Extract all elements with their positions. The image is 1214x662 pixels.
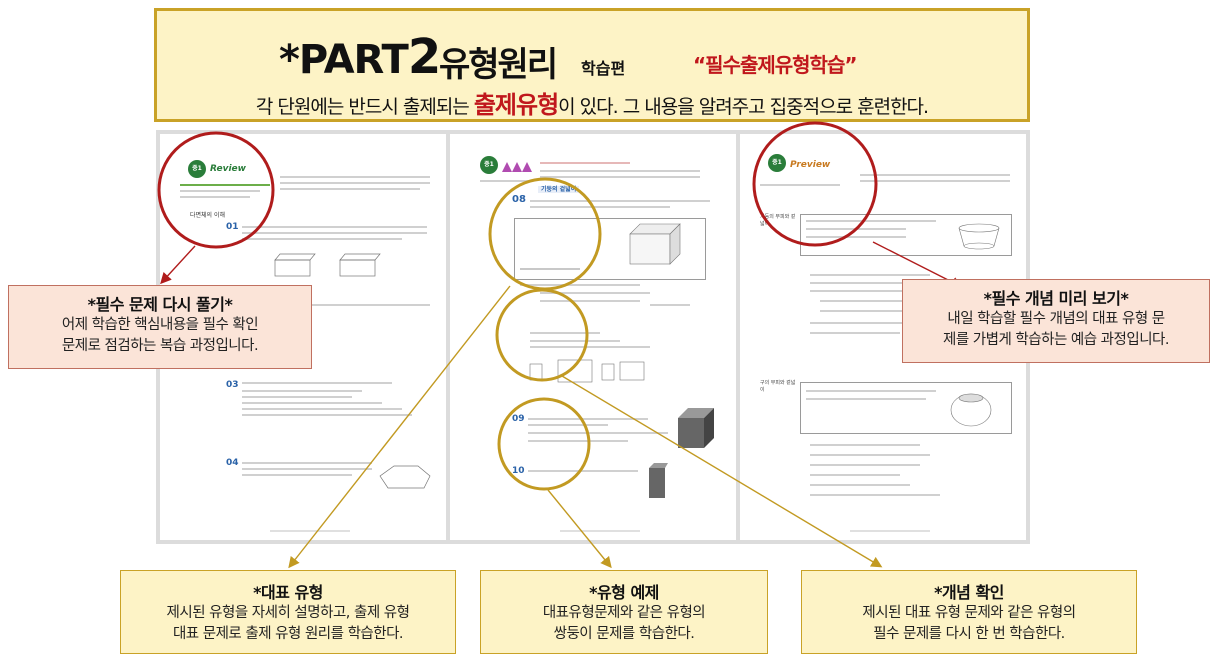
preview-tag: Preview <box>790 160 831 170</box>
example-callout-line2: 쌍둥이 문제를 학습한다. <box>553 626 695 642</box>
question-number: 03 <box>226 380 239 390</box>
grade-badge: 중1 <box>768 154 786 172</box>
review-callout: *필수 문제 다시 풀기* 어제 학습한 핵심내용을 필수 확인 문제로 점검하… <box>8 285 312 369</box>
preview-callout-line2: 제를 가볍게 학습하는 예습 과정입니다. <box>943 332 1169 348</box>
review-callout-line1: 어제 학습한 핵심내용을 필수 확인 <box>61 317 259 333</box>
header-banner: *PART2 유형원리 학습편 “필수출제유형학습” 각 단원에는 반드시 출제… <box>154 8 1030 122</box>
question-number: 01 <box>226 222 239 232</box>
representative-callout-line2: 대표 문제로 출제 유형 원리를 학습한다. <box>172 626 404 642</box>
example-callout-line1: 대표유형문제와 같은 유형의 <box>542 605 706 621</box>
section-heading: 구의 부피와 겉넓이 <box>760 380 796 393</box>
section-heading: 다면체의 이해 <box>190 212 226 219</box>
section-heading: 기둥의 부피와 겉넓이 <box>760 214 796 227</box>
review-callout-title: *필수 문제 다시 풀기* <box>87 295 233 314</box>
grade-badge: 중1 <box>188 160 206 178</box>
representative-callout-title: *대표 유형 <box>253 583 323 602</box>
representative-type-callout: *대표 유형 제시된 유형을 자세히 설명하고, 출제 유형 대표 문제로 출제… <box>120 570 456 654</box>
representative-callout-line1: 제시된 유형을 자세히 설명하고, 출제 유형 <box>166 605 410 621</box>
preview-callout: *필수 개념 미리 보기* 내일 학습할 필수 개념의 대표 유형 문 제를 가… <box>902 279 1210 363</box>
question-number: 09 <box>512 414 525 424</box>
slogan: “필수출제유형학습” <box>693 53 857 77</box>
question-number: 08 <box>512 194 526 205</box>
concept-callout-title: *개념 확인 <box>934 583 1004 602</box>
concept-callout-line1: 제시된 대표 유형 문제와 같은 유형의 <box>862 605 1076 621</box>
part-title-sub: 학습편 <box>581 59 626 78</box>
preview-callout-title: *필수 개념 미리 보기* <box>983 289 1129 308</box>
concept-check-callout: *개념 확인 제시된 대표 유형 문제와 같은 유형의 필수 문제를 다시 한 … <box>801 570 1137 654</box>
banner-description: 각 단원에는 반드시 출제되는 출제유형이 있다. 그 내용을 알려주고 집중적… <box>255 91 929 119</box>
part-label: *PART2 <box>279 29 441 85</box>
part-title: 유형원리 <box>439 45 558 85</box>
example-callout-title: *유형 예제 <box>589 583 659 602</box>
preview-callout-line1: 내일 학습할 필수 개념의 대표 유형 문 <box>947 311 1165 327</box>
question-number: 10 <box>512 466 525 476</box>
type-page-thumbnail: 중1 기둥의 겉넓이 08 09 <box>450 134 736 540</box>
grade-badge: 중1 <box>480 156 498 174</box>
highlight-keyword: 출제유형 <box>473 91 559 119</box>
review-tag: Review <box>210 164 246 174</box>
concept-callout-line2: 필수 문제를 다시 한 번 학습한다. <box>873 626 1065 642</box>
review-callout-line2: 문제로 점검하는 복습 과정입니다. <box>61 338 259 354</box>
type-example-callout: *유형 예제 대표유형문제와 같은 유형의 쌍둥이 문제를 학습한다. <box>480 570 768 654</box>
question-number: 04 <box>226 458 239 468</box>
section-title: 기둥의 겉넓이 <box>538 186 580 193</box>
